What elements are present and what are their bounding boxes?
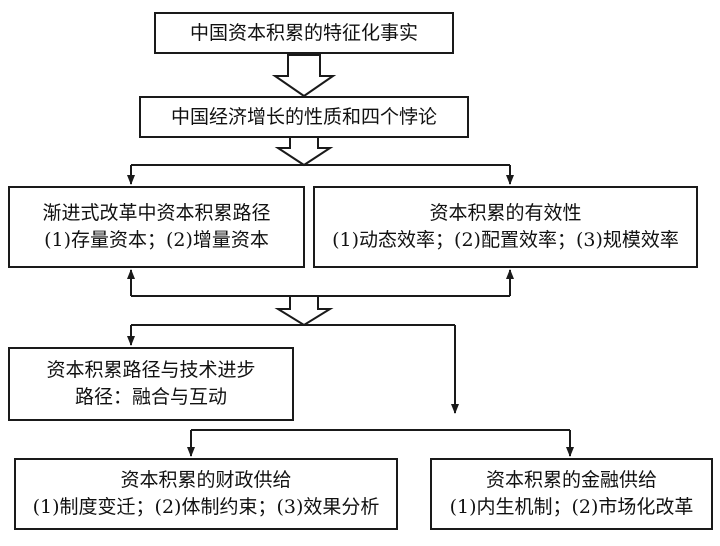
node-financial-supply-detail: (1)内生机制；(2)市场化改革 — [449, 496, 694, 518]
block-arrow-1 — [271, 54, 337, 98]
node-reform-path-title: 渐进式改革中资本积累路径 — [42, 202, 271, 224]
node-fiscal-supply: 资本积累的财政供给 (1)制度变迁；(2)体制约束；(3)效果分析 — [14, 458, 398, 530]
node-reform-path-detail: (1)存量资本；(2)增量资本 — [44, 229, 269, 251]
node-financial-supply-title: 资本积累的金融供给 — [485, 469, 657, 491]
node-efficiency-title: 资本积累的有效性 — [429, 202, 582, 224]
node-financial-supply: 资本积累的金融供给 (1)内生机制；(2)市场化改革 — [430, 458, 713, 530]
node-tech-progress-line2: 路径：融合与互动 — [74, 386, 227, 408]
node-reform-path: 渐进式改革中资本积累路径 (1)存量资本；(2)增量资本 — [8, 186, 305, 268]
node-tech-progress: 资本积累路径与技术进步 路径：融合与互动 — [8, 347, 294, 421]
node-fiscal-supply-detail: (1)制度变迁；(2)体制约束；(3)效果分析 — [32, 496, 380, 518]
merge-arrows-from-row2 — [127, 269, 514, 297]
split-arrows-to-row4 — [187, 429, 574, 457]
node-growth-paradoxes: 中国经济增长的性质和四个悖论 — [139, 96, 469, 138]
split-arrows-to-row2 — [127, 164, 514, 185]
block-arrow-3 — [274, 295, 334, 327]
node-efficiency-detail: (1)动态效率；(2)配置效率；(3)规模效率 — [332, 229, 679, 251]
node-tech-progress-line1: 资本积累路径与技术进步 — [46, 359, 256, 381]
node-fiscal-supply-title: 资本积累的财政供给 — [120, 469, 292, 491]
split-arrows-to-row3 — [127, 324, 459, 414]
node-characteristic-facts: 中国资本积累的特征化事实 — [154, 12, 454, 54]
node-characteristic-facts-text: 中国资本积累的特征化事实 — [189, 21, 418, 44]
block-arrow-2 — [274, 135, 334, 167]
node-growth-paradoxes-text: 中国经济增长的性质和四个悖论 — [170, 105, 437, 128]
node-efficiency: 资本积累的有效性 (1)动态效率；(2)配置效率；(3)规模效率 — [313, 186, 698, 268]
